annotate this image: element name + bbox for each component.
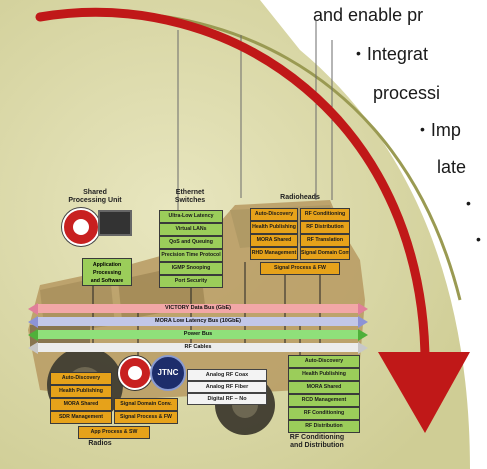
- bus-arrow-right: [358, 316, 368, 328]
- white-panel: [260, 0, 487, 469]
- radio-box: Auto-Discovery: [50, 372, 112, 385]
- ethernet-switches-label: Ethernet Switches: [174, 189, 206, 204]
- power-bus: Power Bus: [38, 330, 358, 339]
- rf-cond-box: Auto-Discovery: [288, 355, 360, 368]
- rf-cond-box: RCD Management: [288, 394, 360, 407]
- bus-arrow-right: [358, 329, 368, 341]
- rf-conditioning-label: RF Conditioning and Distribution: [289, 434, 345, 449]
- bullet-dot: •: [420, 121, 425, 137]
- bus-arrow-left: [28, 303, 38, 315]
- switch-box: Virtual LANs: [159, 223, 223, 236]
- shared-processing-label: Shared Processing Unit: [68, 189, 122, 204]
- radioheads-label: Radioheads: [280, 194, 320, 201]
- mora-low-latency-bus: MORA Low Latency Bus (10GbE): [38, 317, 358, 326]
- bullet-dot: •: [476, 231, 481, 247]
- radio-box: Signal Domain Conv.: [114, 398, 178, 411]
- bullet-line-1: •Integrat: [356, 44, 428, 64]
- bus-arrow-left: [28, 342, 38, 354]
- radio-box: App Process & SW: [78, 426, 150, 439]
- switch-box: Precision Time Protocol: [159, 249, 223, 262]
- radio-box: SDR Management: [50, 411, 112, 424]
- radiohead-box: Signal Process & FW: [260, 262, 340, 275]
- antennas: [177, 20, 333, 215]
- radio-box: Signal Process & FW: [114, 411, 178, 424]
- radio-box: Health Publishing: [50, 385, 112, 398]
- switch-box: Ultra-Low Latency: [159, 210, 223, 223]
- radiohead-box: RF Conditioning: [300, 208, 350, 221]
- switch-box: QoS and Queuing: [159, 236, 223, 249]
- radiohead-box: RHD Management: [250, 247, 298, 260]
- bus-arrow-right: [358, 342, 368, 354]
- rf-cond-box: MORA Shared: [288, 381, 360, 394]
- radiohead-box: RF Translation: [300, 234, 350, 247]
- bus-arrow-left: [28, 329, 38, 341]
- radiohead-box: RF Distribution: [300, 221, 350, 234]
- rf-cond-box: RF Conditioning: [288, 407, 360, 420]
- bullet-dot: •: [466, 195, 471, 211]
- bus-arrow-left: [28, 316, 38, 328]
- rf-cables-bus: RF Cables: [38, 343, 358, 352]
- rf-cond-box: RF Distribution: [288, 420, 360, 433]
- app-processing-box: Application Processing and Software: [82, 258, 132, 286]
- rf-digital: Digital RF – No: [187, 393, 267, 405]
- bullet-line-3: •Imp: [420, 120, 461, 140]
- jtnc-logo: JTNC: [150, 355, 186, 391]
- bullet-line-2: processi: [373, 83, 441, 103]
- rf-cond-box: Health Publishing: [288, 368, 360, 381]
- arrow-head: [378, 352, 470, 433]
- radiohead-box: Signal Domain Conv.: [300, 247, 350, 260]
- radiohead-box: Auto-Discovery: [250, 208, 298, 221]
- monitor-icon: [98, 210, 132, 236]
- radio-box: MORA Shared: [50, 398, 112, 411]
- bullet-line-6: •: [476, 230, 487, 251]
- bullet-line-4: late: [437, 157, 467, 177]
- bullet-dot: •: [356, 45, 361, 61]
- bullet-line-5: •: [466, 194, 477, 215]
- switch-box: IGMP Snooping: [159, 262, 223, 275]
- arrow-shaft: [35, 7, 430, 380]
- rf-fiber: Analog RF Fiber: [187, 381, 267, 393]
- victory-data-bus: VICTORY Data Bus (GbE): [38, 304, 358, 313]
- army-logo: [62, 208, 100, 246]
- switch-box: Port Security: [159, 275, 223, 288]
- radiohead-box: Health Publishing: [250, 221, 298, 234]
- bullet-line-0: and enable pr: [313, 5, 424, 25]
- radiohead-box: MORA Shared: [250, 234, 298, 247]
- rf-coax: Analog RF Coax: [187, 369, 267, 381]
- bus-arrow-right: [358, 303, 368, 315]
